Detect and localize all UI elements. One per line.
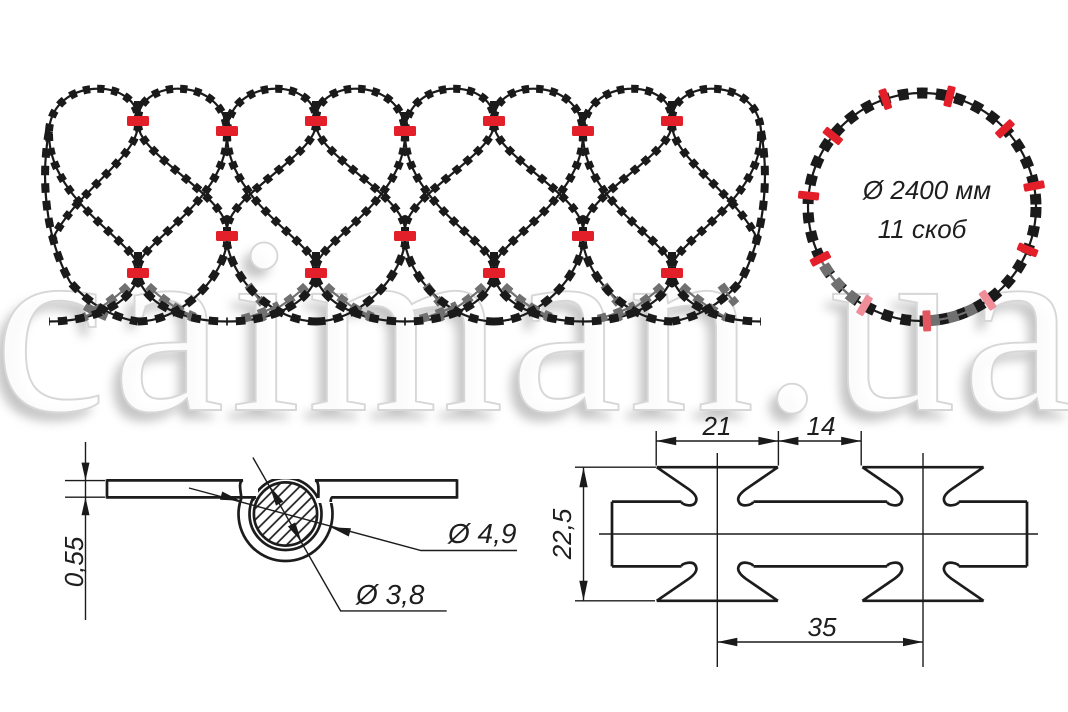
- svg-text:22,5: 22,5: [547, 508, 577, 560]
- svg-text:Ø 2400 мм: Ø 2400 мм: [862, 175, 991, 205]
- svg-text:21: 21: [702, 411, 732, 441]
- svg-text:14: 14: [807, 411, 836, 441]
- svg-text:11 скоб: 11 скоб: [878, 214, 968, 244]
- svg-text:35: 35: [808, 612, 837, 642]
- svg-text:Ø 4,9: Ø 4,9: [447, 518, 516, 549]
- svg-text:0,55: 0,55: [59, 536, 89, 587]
- svg-text:Ø 3,8: Ø 3,8: [355, 579, 425, 610]
